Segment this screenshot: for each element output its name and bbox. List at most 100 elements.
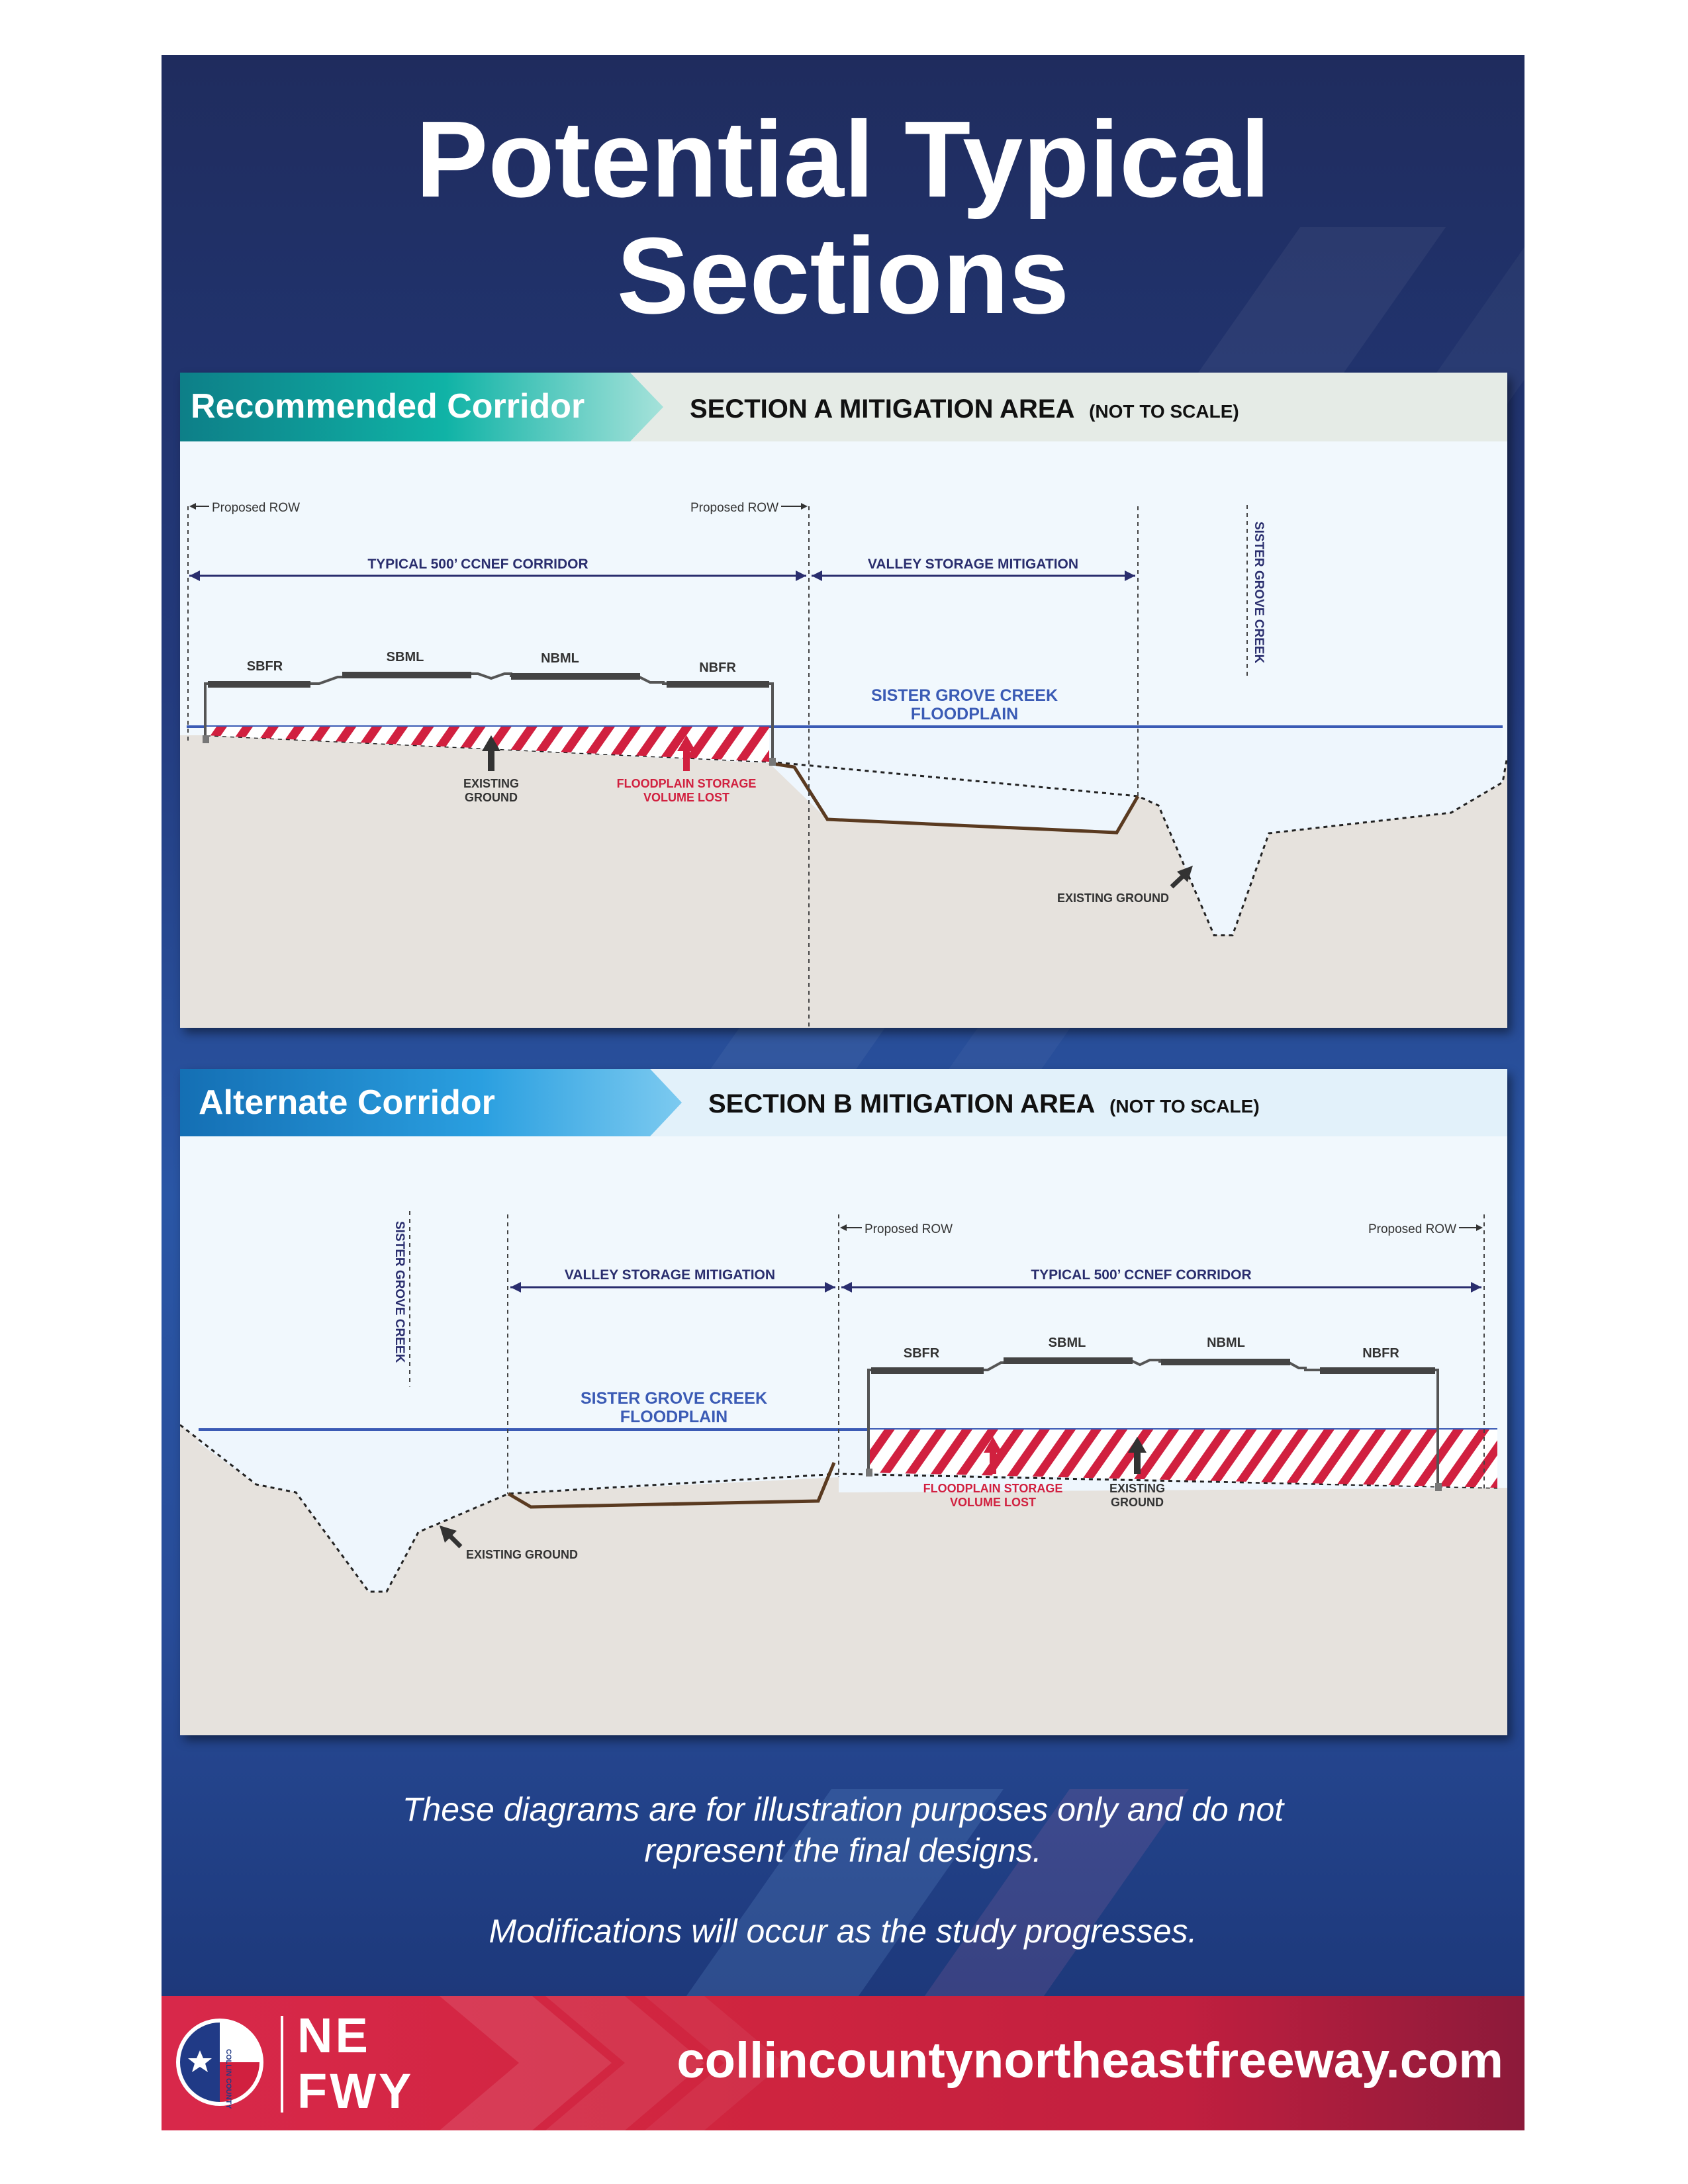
floodplain-label-1: SISTER GROVE CREEK	[871, 686, 1058, 705]
arrow-left-icon	[189, 503, 196, 510]
corridor-banner	[180, 373, 663, 441]
arrow-right-icon	[796, 570, 806, 581]
page-title-line1: Potential Typical	[415, 99, 1271, 220]
floodplain-label-2: FLOODPLAIN	[911, 705, 1019, 723]
lane-label-nbfr: NBFR	[1362, 1346, 1399, 1361]
footer-chevrons	[440, 1996, 784, 2130]
arrow-left-icon	[841, 1282, 852, 1293]
lane-nbml	[1161, 1359, 1290, 1365]
storage-label-1: FLOODPLAIN STORAGE	[923, 1482, 1063, 1495]
star-icon	[188, 2050, 212, 2072]
disclaimer-line1: These diagrams are for illustration purp…	[402, 1791, 1284, 1828]
arrow-left-icon	[510, 1282, 521, 1293]
lane-nbml	[511, 673, 640, 680]
arrow-right-icon	[801, 503, 808, 510]
valley-dim-label: VALLEY STORAGE MITIGATION	[565, 1267, 775, 1283]
arrow-up-icon	[482, 735, 500, 751]
page-title-line2: Sections	[616, 215, 1070, 336]
proposed-row-left: Proposed ROW	[212, 501, 300, 515]
arrow-up-icon	[488, 750, 494, 771]
ground-fill	[180, 735, 1507, 1028]
row-marker	[866, 1469, 872, 1477]
floodplain-label-2: FLOODPLAIN	[620, 1408, 728, 1426]
poster: Potential Typical Sections Recommended C…	[162, 55, 1524, 2130]
corridor-dim-label: TYPICAL 500’ CCNEF CORRIDOR	[1031, 1267, 1251, 1283]
arrow-up-icon	[984, 1437, 1002, 1453]
arrow-right-icon	[1125, 570, 1135, 581]
lane-label-nbml: NBML	[1207, 1336, 1245, 1350]
lane-label-sbml: SBML	[387, 650, 424, 664]
valley-dim-label: VALLEY STORAGE MITIGATION	[868, 557, 1078, 572]
floodplain-label-1: SISTER GROVE CREEK	[581, 1389, 767, 1408]
scale-note: (NOT TO SCALE)	[1109, 1096, 1260, 1116]
arrow-left-icon	[840, 1224, 847, 1231]
lane-label-nbfr: NBFR	[699, 660, 736, 675]
existing-ground-label-2: GROUND	[1111, 1496, 1164, 1509]
website-link[interactable]: collincountynortheastfreeway.com	[677, 2032, 1503, 2089]
disclaimer-line2: represent the final designs.	[644, 1832, 1042, 1869]
scale-note: (NOT TO SCALE)	[1089, 401, 1239, 422]
disclaimer-line3: Modifications will occur as the study pr…	[489, 1913, 1197, 1950]
section-a-panel: Recommended Corridor SECTION A MITIGATIO…	[180, 373, 1507, 1028]
page-title: Potential Typical Sections	[162, 101, 1524, 334]
existing-ground-label-1: EXISTING	[1109, 1482, 1165, 1495]
county-seal: COLLIN COUNTY	[176, 2019, 263, 2109]
existing-ground-line	[206, 734, 1507, 936]
section-title-line: SECTION B MITIGATION AREA (NOT TO SCALE)	[708, 1089, 1260, 1118]
corridor-label: Recommended Corridor	[191, 387, 585, 426]
creek-label: SISTER GROVE CREEK	[393, 1221, 406, 1363]
arrow-right-icon	[1471, 1282, 1481, 1293]
logo-divider	[281, 2016, 283, 2113]
existing-ground-creek-label: EXISTING GROUND	[466, 1548, 578, 1561]
existing-ground-creek-label: EXISTING GROUND	[1057, 891, 1169, 905]
valley-cut-line	[507, 1462, 836, 1509]
lane-nbfr	[1320, 1367, 1435, 1374]
storage-hatch	[868, 1430, 1497, 1488]
lane-label-nbml: NBML	[541, 651, 579, 666]
chevron-icon	[545, 1996, 704, 2130]
proposed-row-right: Proposed ROW	[690, 501, 778, 515]
logo-fwy: FWY	[297, 2064, 414, 2118]
chevron-icon	[645, 1996, 784, 2130]
section-b-panel: Alternate Corridor SECTION B MITIGATION …	[180, 1069, 1507, 1735]
section-a-diagram: Recommended Corridor SECTION A MITIGATIO…	[180, 373, 1507, 1028]
lane-nbfr	[667, 681, 769, 688]
creek-label: SISTER GROVE CREEK	[1252, 522, 1266, 664]
arrow-up-icon	[677, 735, 696, 751]
storage-label-1: FLOODPLAIN STORAGE	[617, 777, 757, 790]
lane-label-sbfr: SBFR	[904, 1346, 940, 1361]
proposed-row-left: Proposed ROW	[865, 1222, 953, 1236]
arrow-up-icon	[1134, 1451, 1141, 1474]
corridor-label: Alternate Corridor	[199, 1083, 495, 1122]
lane-sbfr	[208, 681, 310, 688]
storage-label-2: VOLUME LOST	[643, 791, 729, 804]
section-b-diagram: Alternate Corridor SECTION B MITIGATION …	[180, 1069, 1507, 1735]
existing-ground-label-2: GROUND	[465, 791, 518, 804]
arrow-left-icon	[812, 570, 822, 581]
arrow-up-icon	[440, 1525, 457, 1543]
arrow-up-icon	[1177, 866, 1193, 882]
lane-label-sbml: SBML	[1049, 1336, 1086, 1350]
existing-ground-label-1: EXISTING	[463, 777, 519, 790]
corridor-banner	[180, 1069, 682, 1136]
arrow-left-icon	[189, 570, 200, 581]
roadway-profile	[204, 672, 774, 760]
section-title: SECTION B MITIGATION AREA	[708, 1089, 1095, 1118]
logo-ne: NE	[297, 2008, 371, 2063]
valley-cut-line	[769, 761, 1140, 835]
row-marker	[769, 758, 776, 766]
arrow-up-icon	[1128, 1437, 1147, 1453]
arrow-right-icon	[1476, 1224, 1483, 1231]
roadway-profile	[867, 1359, 1439, 1488]
lane-sbml	[342, 672, 471, 678]
row-marker	[1435, 1483, 1442, 1491]
section-title-line: SECTION A MITIGATION AREA (NOT TO SCALE)	[690, 394, 1239, 424]
lane-label-sbfr: SBFR	[247, 659, 283, 674]
chevron-icon	[440, 1996, 612, 2130]
proposed-row-right: Proposed ROW	[1368, 1222, 1456, 1236]
corridor-dim-label: TYPICAL 500’ CCNEF CORRIDOR	[367, 557, 588, 572]
storage-label-2: VOLUME LOST	[950, 1496, 1036, 1509]
footer-bar: COLLIN COUNTY NE FWY collincountynorthea…	[162, 1996, 1524, 2130]
seal-text: COLLIN COUNTY	[224, 2049, 232, 2109]
ground-fill	[180, 1425, 1507, 1735]
